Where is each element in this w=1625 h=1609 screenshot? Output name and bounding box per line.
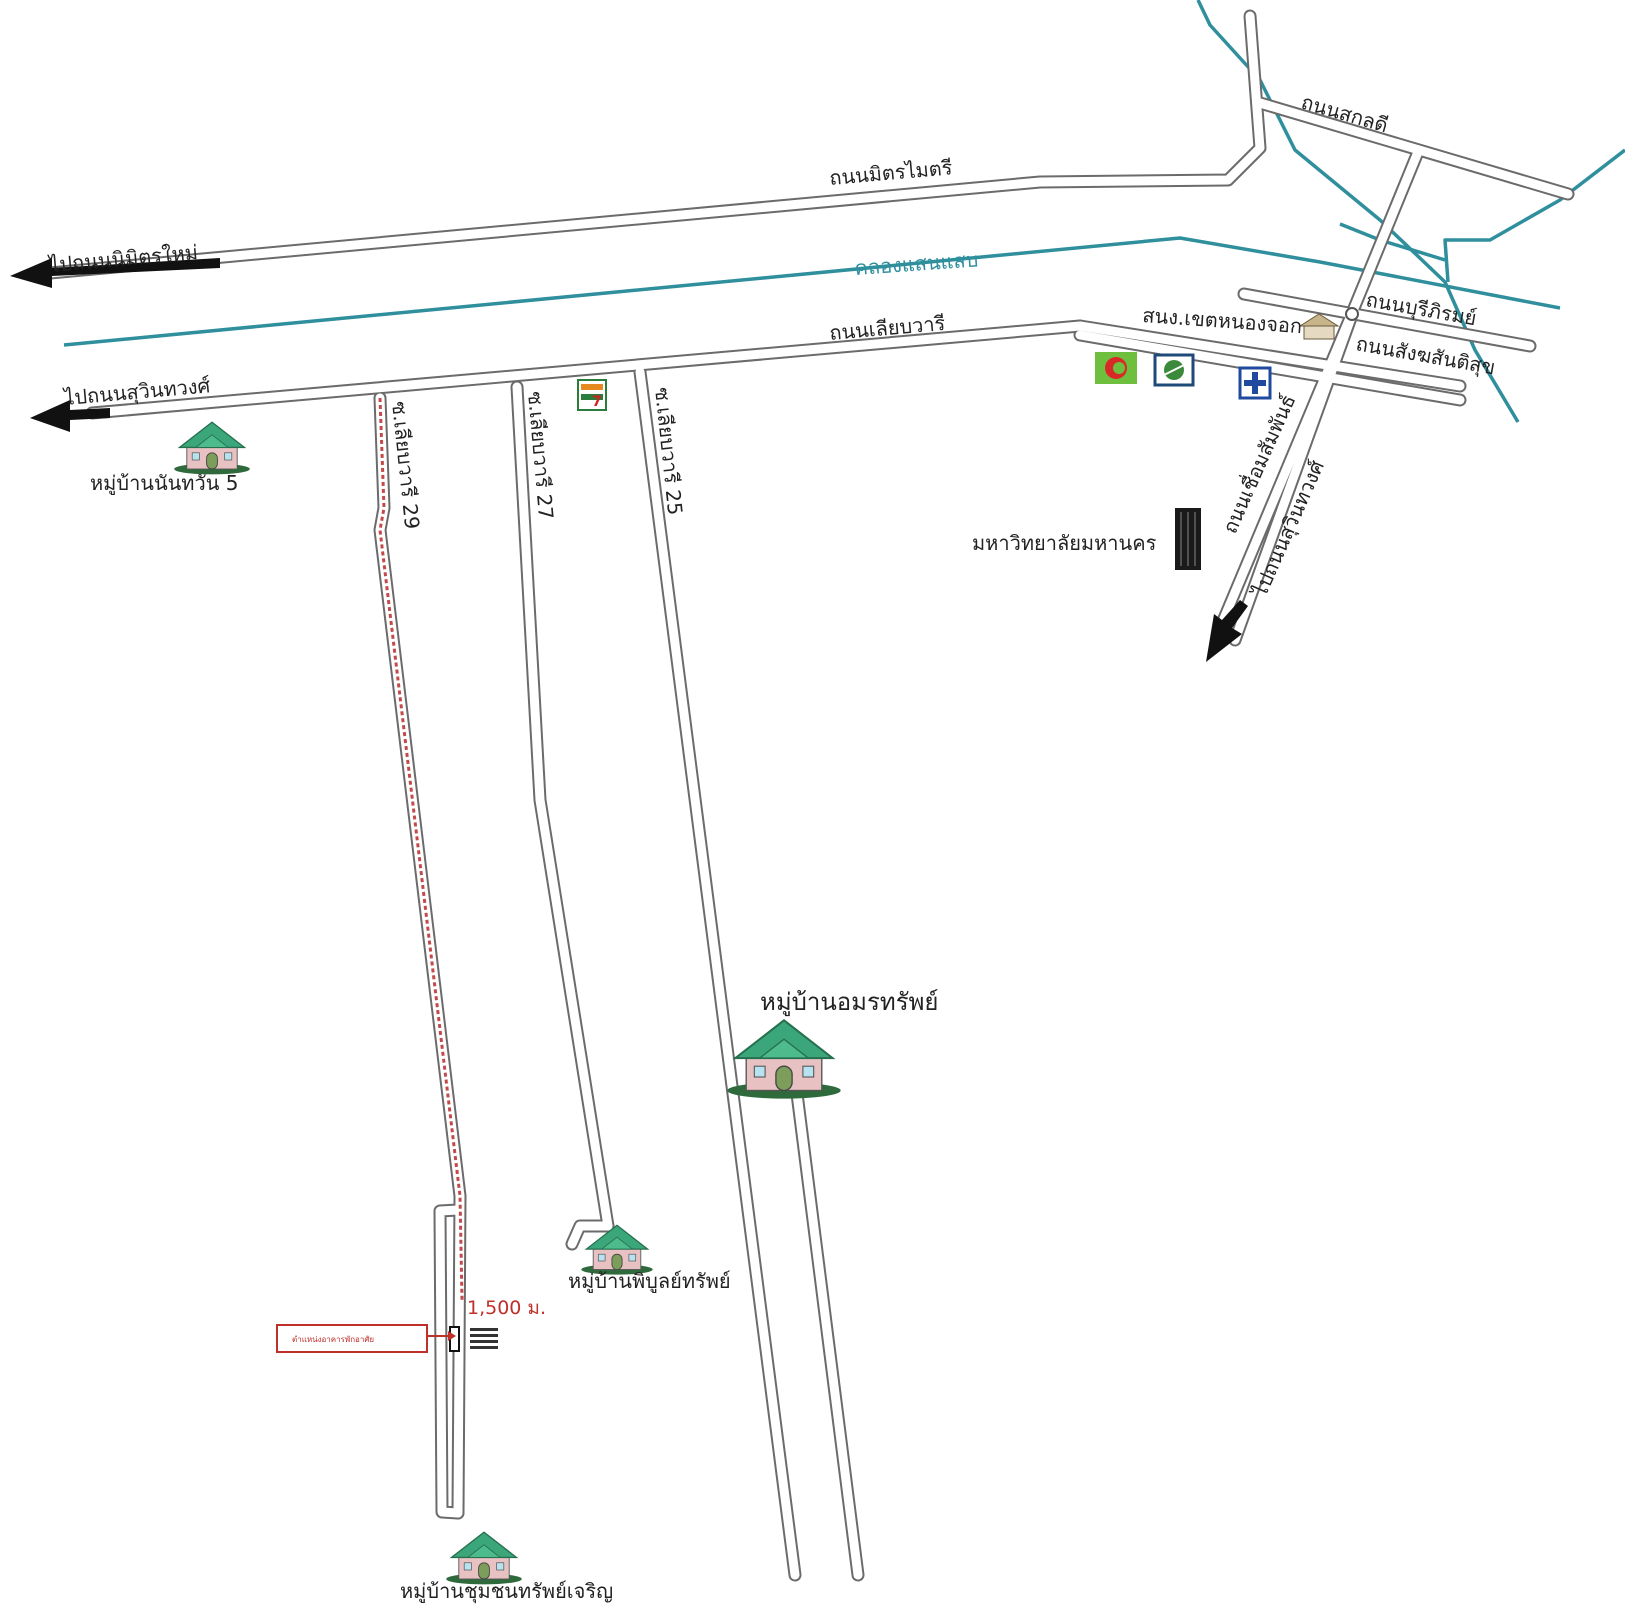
road-soi-29-loop <box>435 1205 463 1518</box>
house-icon <box>726 1019 842 1100</box>
road-soi-27-bend <box>567 1221 613 1249</box>
road-buri-phirom <box>1239 289 1535 351</box>
label-road-mitmaitri: ถนนมิตรไมตรี <box>828 155 953 190</box>
label-university: มหาวิทยาลัยมหานคร <box>972 531 1157 555</box>
canal-saen-saep <box>63 236 1561 347</box>
house-icon <box>173 421 251 476</box>
label-village-amon: หมู่บ้านอมรทรัพย์ <box>760 988 938 1017</box>
label-district-office: สนง.เขตหนองจอก <box>1142 303 1303 338</box>
target-building <box>449 1326 498 1352</box>
svg-text:7: 7 <box>592 394 602 410</box>
label-canal: คลองแสนแสบ <box>854 247 979 280</box>
road-soi-27 <box>512 382 613 1231</box>
road-sakon-lati <box>1255 98 1573 199</box>
label-distance: 1,500 ม. <box>467 1297 546 1319</box>
canal-east-branch <box>1443 148 1625 283</box>
store-c-icon <box>1095 352 1137 384</box>
label-village-nanthawan: หมู่บ้านนันทวัน 5 <box>90 471 238 496</box>
target-callout: ตำแหน่งอาคารพักอาศัย <box>276 1324 456 1353</box>
label-village-chumchon: หมู่บ้านชุมชนทรัพย์เจริญ <box>400 1579 613 1604</box>
house-icon <box>580 1224 654 1276</box>
government-office-icon <box>1298 313 1340 340</box>
label-soi-29: ซ.เลียบวารี 29 <box>387 400 424 530</box>
direction-arrow-icon <box>30 400 110 432</box>
road-amon-access <box>790 1073 863 1580</box>
roundabout <box>1345 307 1359 321</box>
road-sangkhom-north <box>1075 321 1465 391</box>
direction-arrow-icon <box>1206 600 1248 662</box>
road-suwinthawong <box>1230 310 1357 645</box>
house-icon <box>445 1531 523 1586</box>
direction-arrow-icon <box>10 258 220 288</box>
label-target: ตำแหน่งอาคารพักอาศัย <box>292 1335 374 1344</box>
hospital-icon <box>1238 366 1272 400</box>
road-mitmaitri <box>45 11 1265 278</box>
seven-eleven-icon: 7 <box>577 379 607 411</box>
road-liap-wari <box>87 321 1085 418</box>
road-soi-25 <box>635 367 800 1580</box>
university-building-icon <box>1175 508 1201 570</box>
store-globe-icon <box>1153 353 1195 387</box>
label-village-phibun: หมู่บ้านพิบูลย์ทรัพย์ <box>568 1269 731 1294</box>
route-line <box>378 397 464 1301</box>
